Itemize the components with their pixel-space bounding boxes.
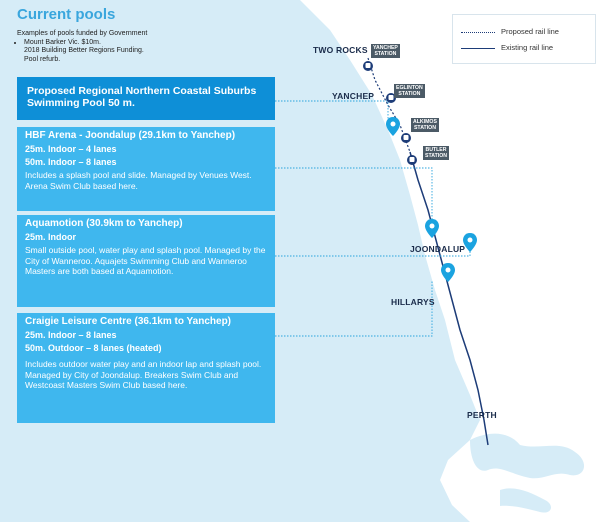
- gov-note-item: Mount Barker Vic. $10m. 2018 Building Be…: [24, 39, 207, 65]
- train-icon: [401, 133, 411, 143]
- gov-note-heading: Examples of pools funded by Government: [17, 30, 148, 37]
- train-icon: [386, 93, 396, 103]
- train-icon: [363, 61, 373, 71]
- government-funding-note: Examples of pools funded by Government M…: [17, 30, 207, 64]
- pool-panel-aquamotion: Aquamotion (30.9km to Yanchep) 25m. Indo…: [17, 215, 275, 307]
- map-pin-icon: [441, 263, 455, 282]
- legend-existing-label: Existing rail line: [501, 43, 554, 52]
- place-yanchep: YANCHEP: [332, 91, 375, 101]
- pool-name: Craigie Leisure Centre (36.1km to Yanche…: [25, 316, 232, 327]
- pool-panel-craigie: Craigie Leisure Centre (36.1km to Yanche…: [17, 313, 275, 423]
- proposed-pool-panel: Proposed Regional Northern Coastal Subur…: [17, 77, 275, 120]
- page-title: Current pools: [17, 6, 116, 23]
- gov-note-list: Mount Barker Vic. $10m. 2018 Building Be…: [17, 39, 207, 65]
- pool-description: Includes outdoor water play and an indoo…: [25, 359, 262, 390]
- map-pin-icon: [386, 117, 400, 136]
- legend-proposed-swatch: [461, 31, 495, 33]
- place-two-rocks: TWO ROCKS: [313, 45, 368, 55]
- map-pin-icon: [463, 233, 477, 252]
- pool-spec: 25m. Indoor – 8 lanes: [25, 330, 117, 340]
- land-area: [300, 0, 601, 522]
- proposed-pool-line1: Proposed Regional Northern Coastal Subur…: [27, 85, 257, 97]
- legend-proposed-label: Proposed rail line: [501, 27, 559, 36]
- place-joondalup: JOONDALUP: [410, 244, 466, 254]
- pool-spec: 50m. Indoor – 8 lanes: [25, 157, 117, 167]
- pool-panel-hbf-arena: HBF Arena - Joondalup (29.1km to Yanchep…: [17, 127, 275, 211]
- pool-description: Includes a splash pool and slide. Manage…: [25, 170, 252, 191]
- legend-existing-swatch: [461, 47, 495, 49]
- train-icon: [407, 155, 417, 165]
- pool-spec: 50m. Outdoor – 8 lanes (heated): [25, 343, 162, 353]
- legend-existing: Existing rail line: [461, 43, 553, 52]
- pool-name: Aquamotion (30.9km to Yanchep): [25, 218, 183, 229]
- map-legend: Proposed rail line Existing rail line: [452, 14, 596, 64]
- river-branch: [500, 488, 552, 513]
- proposed-pool-line2: Swimming Pool 50 m.: [27, 97, 135, 109]
- pool-description: Small outside pool, water play and splas…: [25, 245, 266, 276]
- map-pin-icon: [425, 219, 439, 238]
- legend-proposed: Proposed rail line: [461, 27, 559, 36]
- swan-river: [470, 433, 585, 479]
- place-perth: PERTH: [467, 410, 497, 420]
- place-hillarys: HILLARYS: [391, 297, 435, 307]
- pool-spec: 25m. Indoor: [25, 232, 77, 242]
- pool-name: HBF Arena - Joondalup (29.1km to Yanchep…: [25, 130, 236, 141]
- pool-spec: 25m. Indoor – 4 lanes: [25, 144, 117, 154]
- existing-rail-line: [409, 151, 489, 446]
